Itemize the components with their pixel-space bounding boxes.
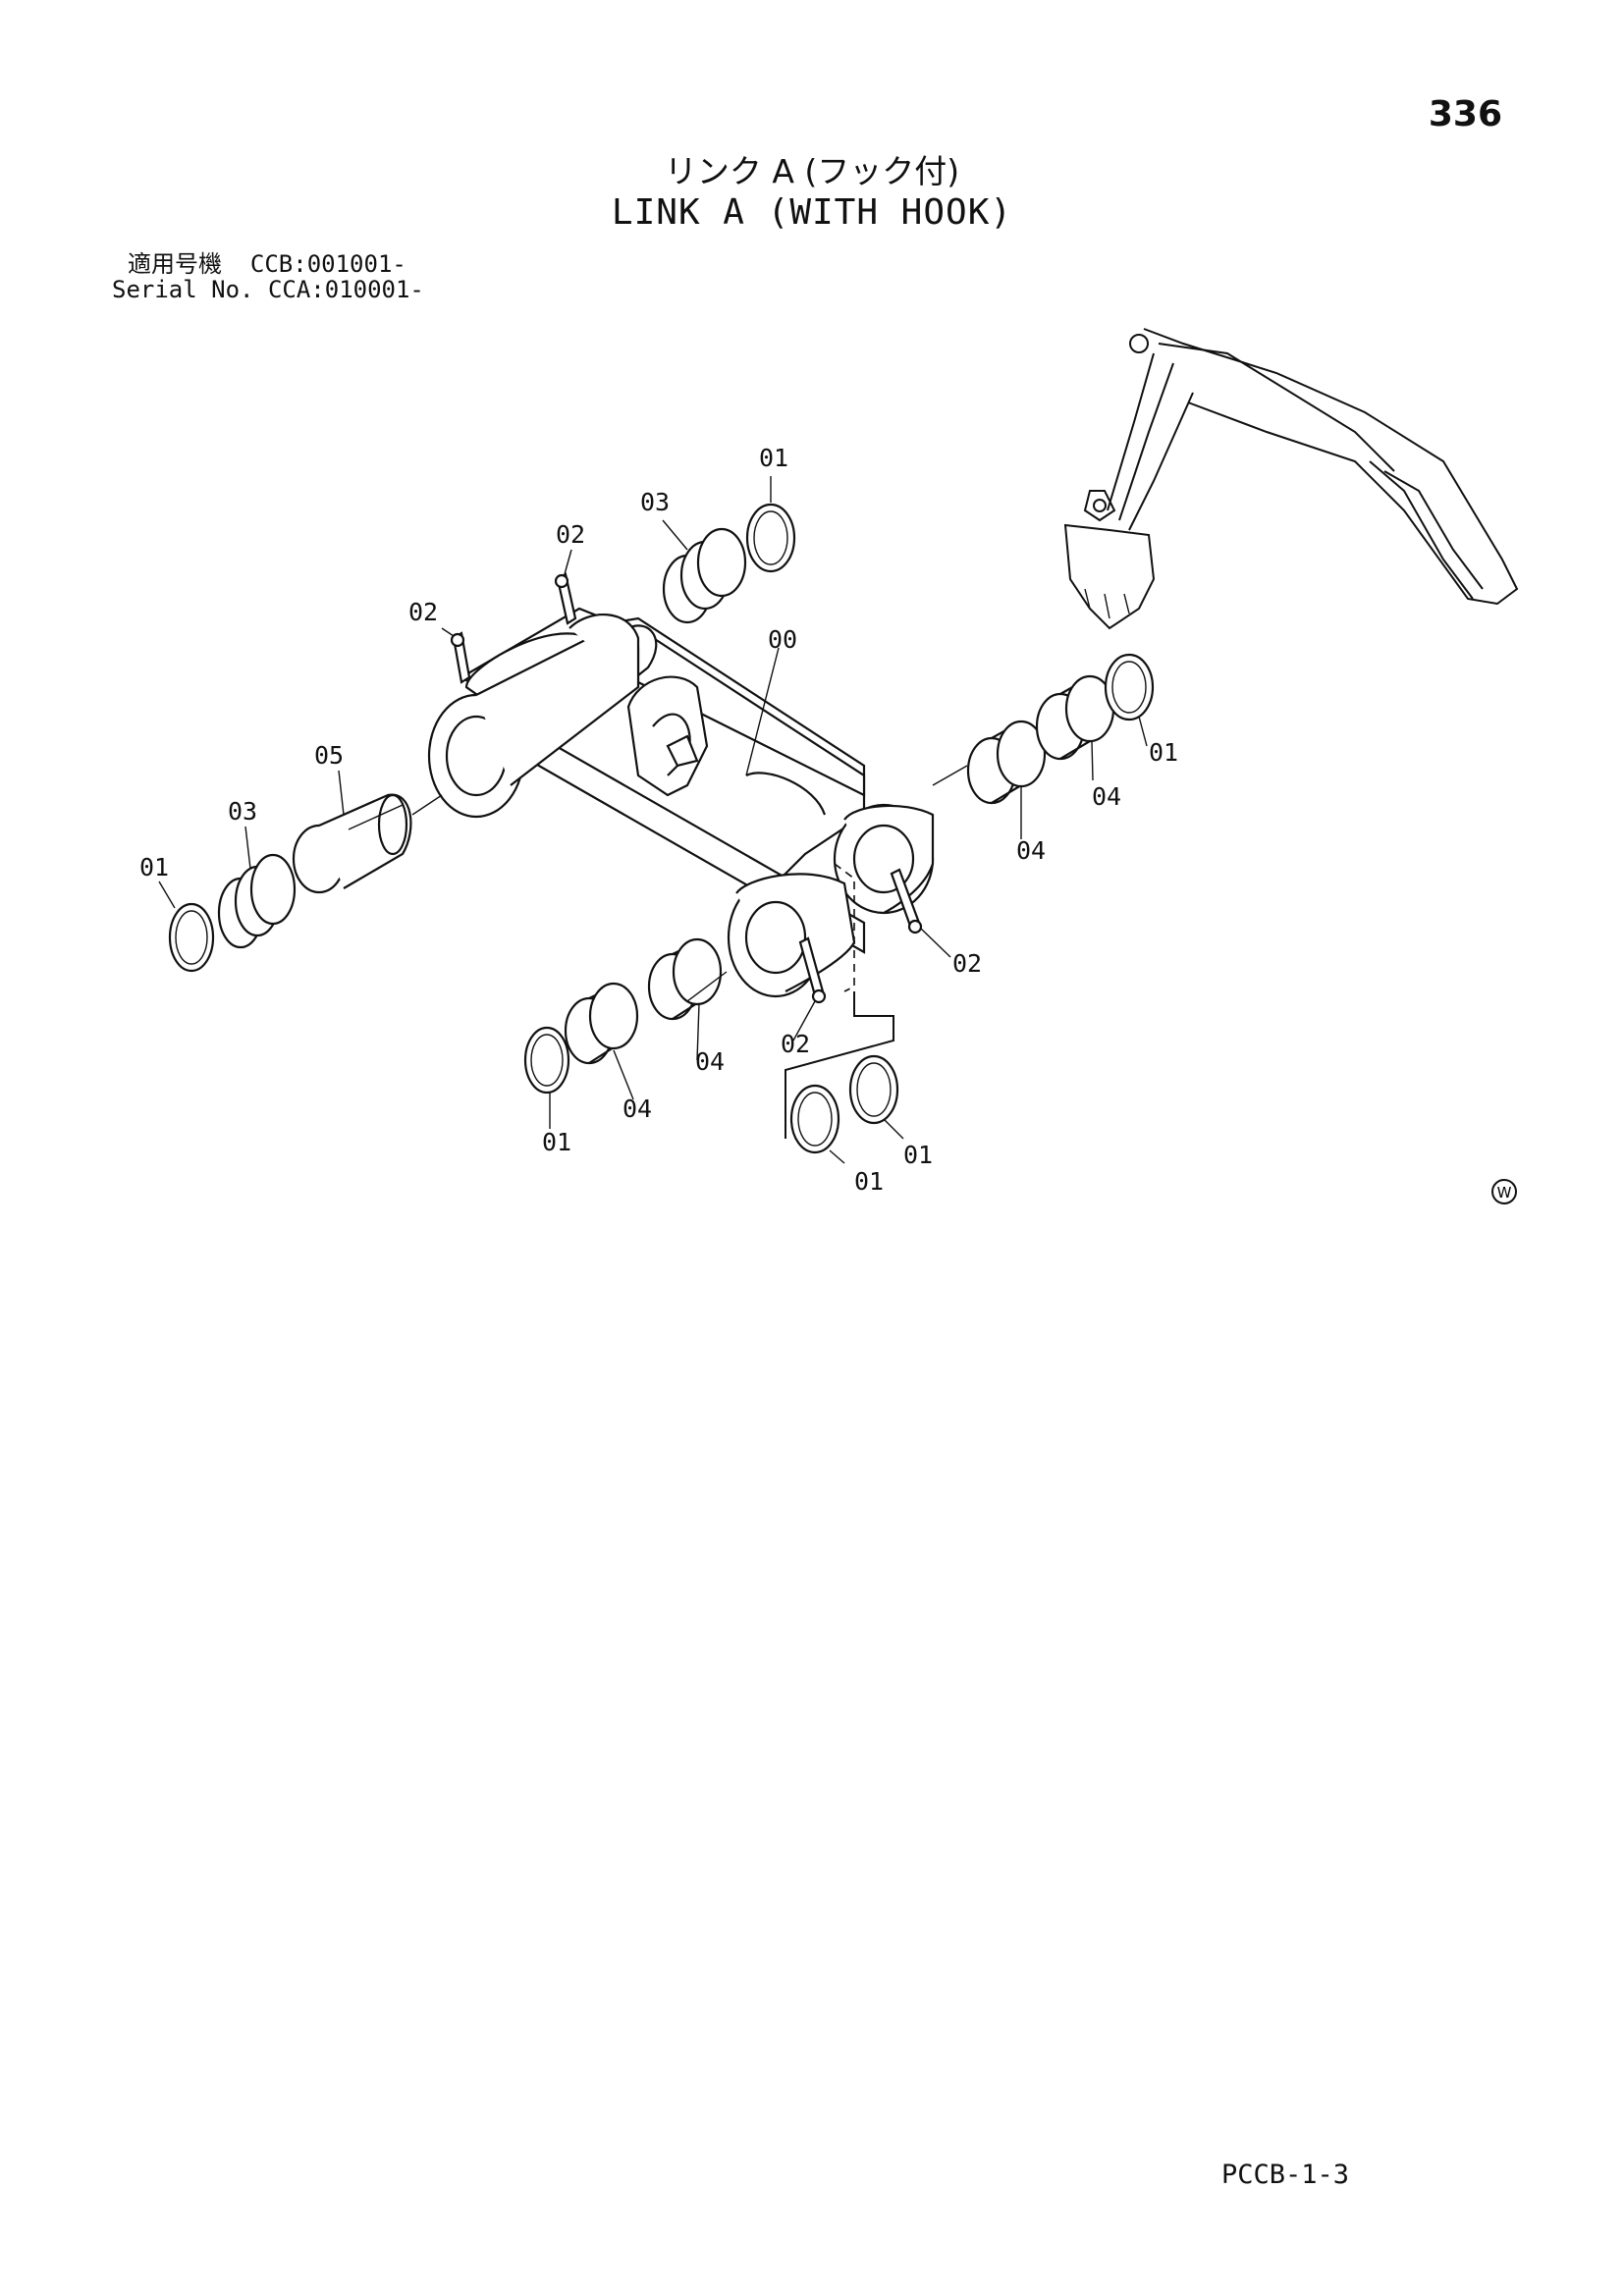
callout-00-body: 00 bbox=[768, 625, 797, 654]
callout-labels: 01 03 02 02 00 05 03 01 01 04 04 02 04 0… bbox=[139, 444, 1178, 1196]
page-title-english: LINK A (WITH HOOK) bbox=[611, 192, 1013, 233]
pin-05 bbox=[292, 793, 412, 894]
drawing-code: PCCB-1-3 bbox=[1221, 2160, 1350, 2190]
callout-02-lower: 02 bbox=[781, 1030, 810, 1058]
callout-01-bottom-b: 01 bbox=[903, 1141, 933, 1169]
applicable-serial-japanese: 適用号機 CCB:001001- bbox=[128, 250, 406, 278]
callout-05-pin: 05 bbox=[314, 741, 344, 770]
callout-04-right-a: 04 bbox=[1016, 836, 1046, 865]
seal-01-right bbox=[1104, 653, 1155, 721]
page-title-japanese: リンク A (フック付) bbox=[664, 152, 960, 190]
grease-fitting-02-d bbox=[798, 936, 827, 1004]
callout-04-right-b: 04 bbox=[1092, 782, 1121, 811]
callout-04-lower-b: 04 bbox=[623, 1095, 652, 1123]
excavator-thumbnail bbox=[1063, 328, 1519, 630]
seal-01-left bbox=[168, 902, 215, 973]
grease-fitting-02-c bbox=[890, 868, 923, 934]
seal-01-bottom-a bbox=[789, 1084, 840, 1154]
grease-fitting-02-a bbox=[450, 631, 471, 684]
bushing-03-left bbox=[217, 853, 297, 949]
callout-03-top: 03 bbox=[640, 488, 670, 516]
link-body bbox=[427, 607, 935, 998]
circled-w-mark: W bbox=[1491, 1179, 1517, 1204]
page-number: 336 bbox=[1428, 94, 1502, 134]
seal-01-lower-left bbox=[523, 1026, 570, 1095]
bushing-03-top bbox=[662, 527, 747, 624]
bushing-04-right-a bbox=[966, 720, 1047, 805]
callout-01-top: 01 bbox=[759, 444, 788, 472]
seal-01-bottom-b bbox=[848, 1054, 899, 1125]
leader-lines bbox=[158, 476, 1148, 1164]
callout-02-top: 02 bbox=[556, 520, 585, 549]
callout-03-left: 03 bbox=[228, 797, 257, 826]
callout-02-right: 02 bbox=[952, 949, 982, 978]
bushing-04-right-b bbox=[1035, 674, 1115, 761]
seal-01-top bbox=[745, 503, 796, 573]
callout-04-lower-a: 04 bbox=[695, 1047, 725, 1076]
callout-01-bottom-a: 01 bbox=[854, 1167, 884, 1196]
grease-fitting-02-b bbox=[554, 572, 577, 625]
callout-01-lower-left: 01 bbox=[542, 1128, 571, 1156]
mark-letter: W bbox=[1497, 1184, 1512, 1201]
callout-02-left: 02 bbox=[408, 598, 438, 626]
callout-01-left: 01 bbox=[139, 853, 169, 881]
applicable-serial-english: Serial No. CCA:010001- bbox=[112, 276, 424, 303]
callout-01-right: 01 bbox=[1149, 738, 1178, 767]
bushing-04-lower-a bbox=[647, 937, 723, 1021]
bushing-04-lower-b bbox=[564, 982, 639, 1065]
